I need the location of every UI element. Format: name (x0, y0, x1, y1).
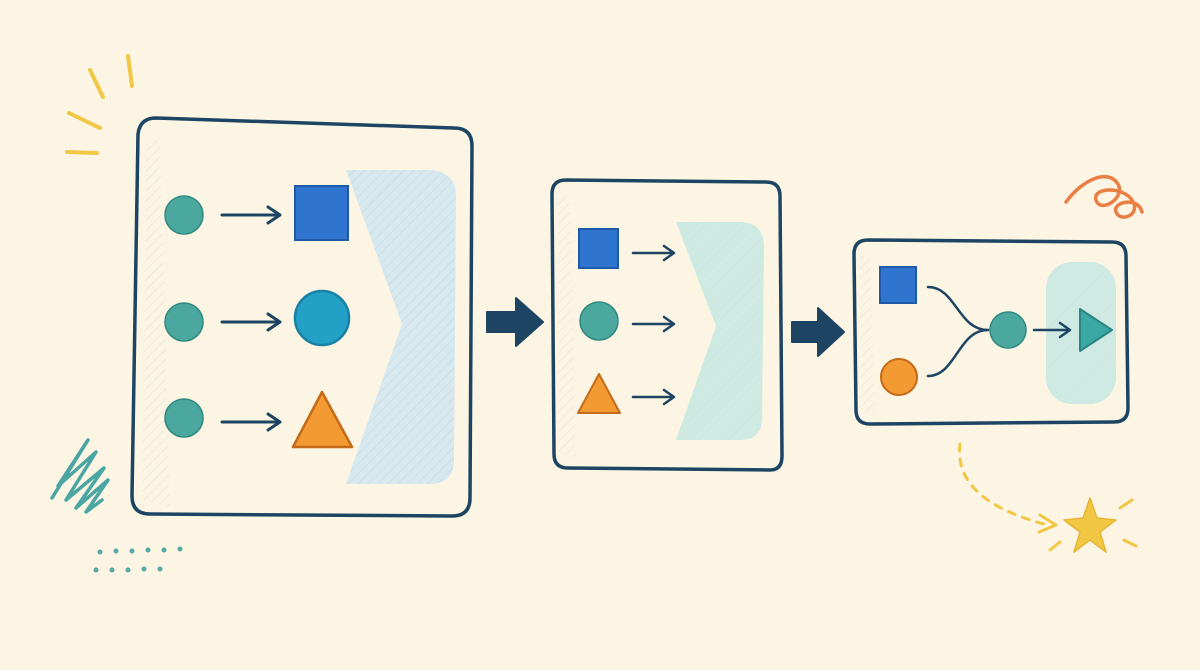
input-circle-3 (164, 398, 204, 438)
merged-circle (989, 311, 1027, 349)
arrow-icon (631, 315, 676, 333)
result-triangle (1079, 308, 1113, 352)
output-square (294, 185, 349, 241)
input-circle-1 (164, 195, 204, 235)
stage-1-box (130, 116, 474, 518)
scribble-decoration (50, 438, 110, 514)
output-triangle (291, 390, 354, 449)
input-square (879, 266, 917, 304)
output-circle (293, 289, 351, 347)
sparkle-lines-decoration (65, 54, 134, 155)
flow-arrow-1 (486, 297, 544, 347)
input-square (578, 228, 619, 269)
arrow-icon (220, 205, 282, 225)
squiggle-decoration (1064, 174, 1144, 219)
input-triangle (577, 373, 621, 414)
stage-3-box (852, 238, 1130, 426)
merge-connector (926, 285, 990, 378)
flow-arrow-2 (791, 307, 845, 357)
dashed-path-decoration (958, 442, 1058, 534)
arrow-icon (631, 244, 676, 262)
input-circle-2 (164, 302, 204, 342)
input-circle (880, 358, 918, 396)
arrow-icon (631, 388, 676, 406)
star-icon (1048, 497, 1138, 553)
dots-decoration (93, 546, 183, 573)
input-circle (579, 301, 619, 341)
arrow-icon (1032, 321, 1072, 339)
arrow-icon (220, 412, 282, 432)
stage-2-box (550, 178, 784, 472)
arrow-icon (220, 312, 282, 332)
